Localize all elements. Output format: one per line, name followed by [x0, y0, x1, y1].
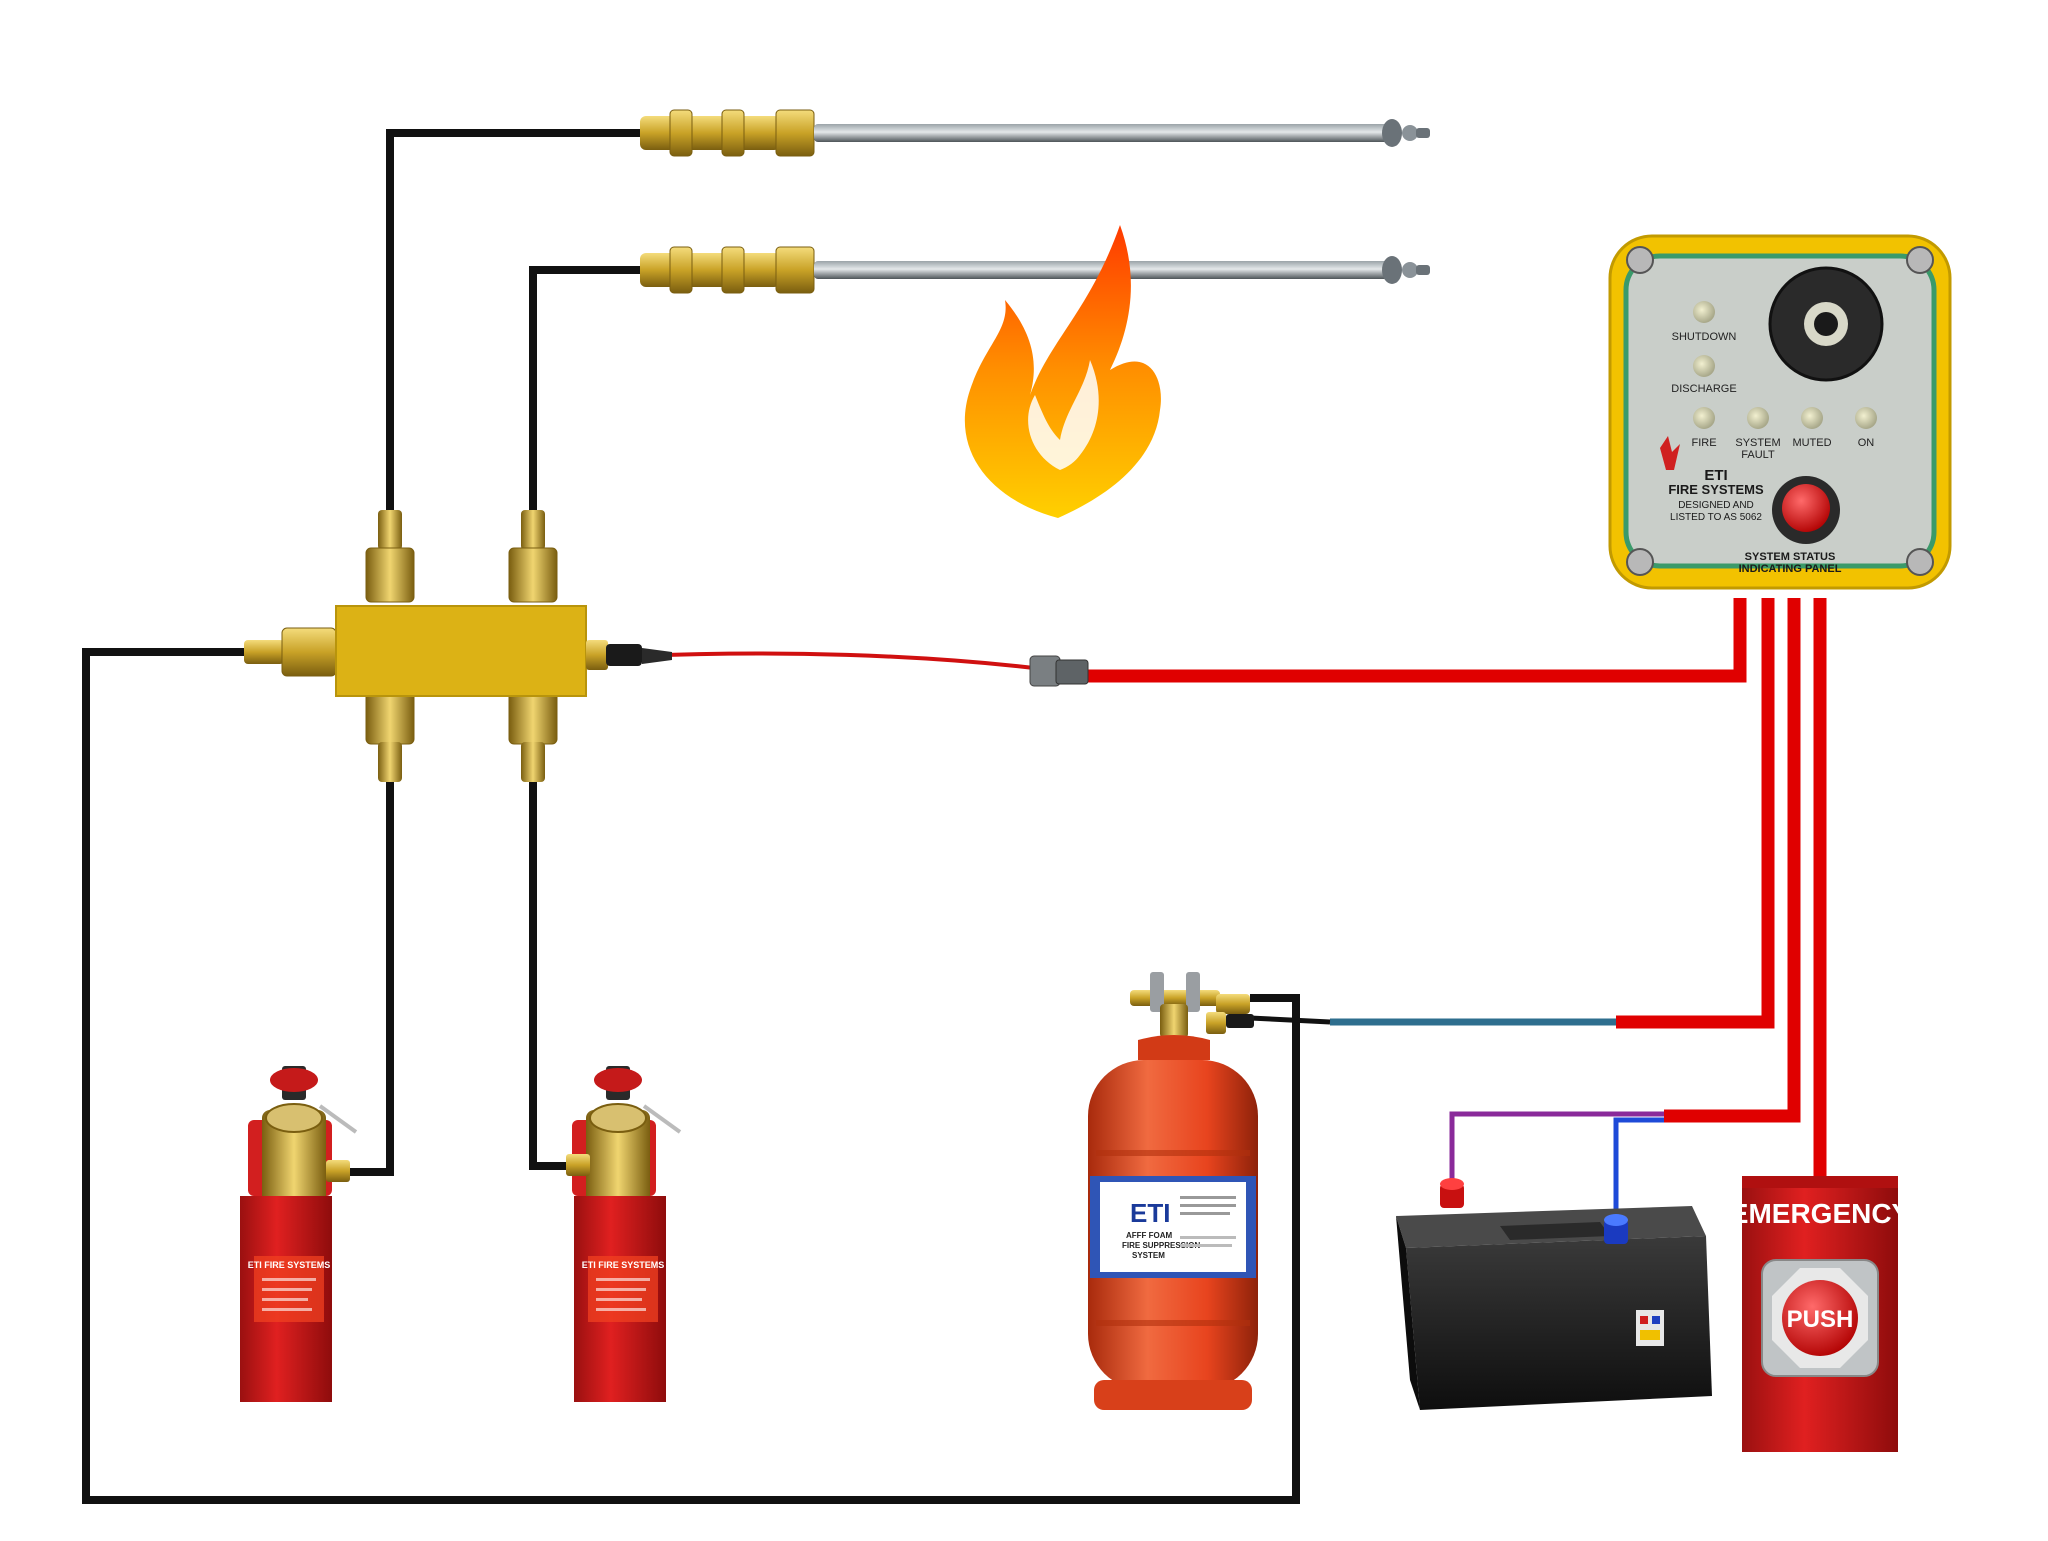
right-actuator: ETI FIRE SYSTEMS	[566, 1066, 682, 1402]
cylinder-label-line2: FIRE SUPPRESSION	[1122, 1241, 1200, 1250]
led-label-on: ON	[1858, 437, 1875, 449]
cylinder-brand: ETI	[1130, 1198, 1170, 1228]
led-fire	[1693, 407, 1715, 429]
battery	[1396, 1178, 1712, 1410]
left-actuator: ETI FIRE SYSTEMS	[240, 1066, 358, 1402]
emergency-header: EMERGENCY	[1730, 1198, 1911, 1229]
wire-manifold-to-connector	[639, 651, 1035, 670]
foam-cylinder: ETI AFFF FOAM FIRE SUPPRESSION SYSTEM	[1088, 972, 1258, 1410]
led-label-shutdown: SHUTDOWN	[1672, 331, 1737, 343]
screw-icon	[1906, 246, 1934, 274]
wire-panel-to-battery	[1664, 598, 1801, 1123]
tube-to-left-actuator	[348, 780, 394, 1176]
emergency-station: EMERGENCY PUSH	[1730, 1176, 1911, 1452]
led-label-fire: FIRE	[1691, 437, 1716, 449]
fire-figure-icon	[1660, 436, 1680, 470]
indicating-panel: SHUTDOWN DISCHARGE FIRE SYSTEM FAULT MUT…	[1608, 234, 1952, 590]
screw-icon	[1626, 548, 1654, 576]
wire-panel-to-cylinder	[1616, 598, 1775, 1029]
wire-connector	[1029, 655, 1089, 687]
panel-title-line2: INDICATING PANEL	[1739, 563, 1842, 575]
screw-icon	[1626, 246, 1654, 274]
panel-title-line1: SYSTEM STATUS	[1745, 551, 1836, 563]
wire-connector-to-panel	[1086, 598, 1747, 683]
wire-battery-purple	[1449, 1111, 1664, 1196]
battery-negative-terminal	[1604, 1220, 1628, 1244]
led-label-muted: MUTED	[1792, 437, 1831, 449]
led-on	[1855, 407, 1877, 429]
wire-cylinder-black	[1249, 1015, 1331, 1025]
screw-icon	[1906, 548, 1934, 576]
panel-brand-line2: FIRE SYSTEMS	[1668, 482, 1764, 497]
cylinder-label-line1: AFFF FOAM	[1126, 1231, 1173, 1240]
battery-positive-terminal	[1440, 1184, 1464, 1208]
lower-nozzle	[640, 246, 1430, 294]
tube-to-upper-nozzle	[386, 129, 640, 520]
push-button[interactable]	[1782, 1280, 1858, 1356]
tube-to-lower-nozzle	[529, 266, 640, 520]
led-system-fault	[1747, 407, 1769, 429]
cylinder-label-line3: SYSTEM	[1132, 1251, 1165, 1260]
upper-nozzle	[640, 109, 1430, 157]
tube-to-right-actuator	[529, 780, 572, 1170]
tube-loop	[82, 648, 1300, 1504]
led-label-discharge: DISCHARGE	[1671, 383, 1736, 395]
push-button-label: PUSH	[1787, 1306, 1854, 1333]
left-actuator-label: ETI FIRE SYSTEMS	[248, 1260, 331, 1270]
led-label-system: SYSTEM	[1735, 437, 1780, 449]
led-shutdown	[1693, 301, 1715, 323]
led-label-fault: FAULT	[1741, 449, 1775, 461]
panel-brand-line1: ETI	[1704, 467, 1727, 484]
led-discharge	[1693, 355, 1715, 377]
panel-brand-line4: LISTED TO AS 5062	[1670, 512, 1762, 523]
panel-brand-line3: DESIGNED AND	[1678, 500, 1754, 511]
flame-icon	[964, 225, 1161, 518]
wire-battery-blue	[1613, 1117, 1664, 1228]
electrical-wiring	[639, 598, 1827, 1228]
led-muted	[1801, 407, 1823, 429]
distribution-manifold	[244, 510, 672, 782]
right-actuator-label: ETI FIRE SYSTEMS	[582, 1260, 665, 1270]
detection-tubing	[82, 129, 1300, 1504]
